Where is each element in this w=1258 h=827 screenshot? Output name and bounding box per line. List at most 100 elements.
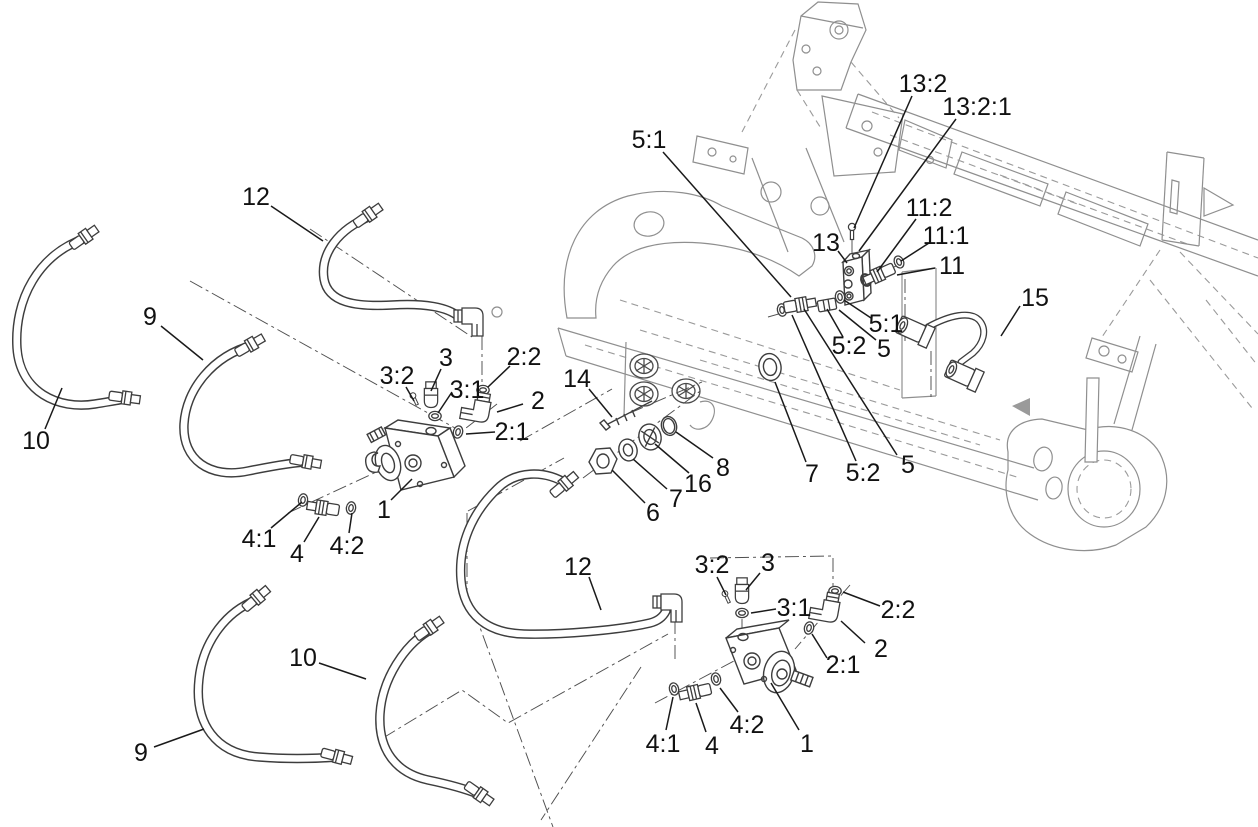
callout-leader-8 [675, 431, 714, 459]
frame-lift-arm [563, 135, 845, 319]
callout-label-13:2:1: 13:2:1 [942, 93, 1012, 121]
frame-top-bracket [741, 1, 953, 177]
callout-label-3: 3 [761, 549, 775, 577]
callout-leader-3:1 [437, 391, 453, 414]
callout-label-2:1: 2:1 [826, 651, 861, 679]
callout-leader-1 [390, 478, 413, 501]
callout-leader-3 [430, 368, 442, 392]
callout-leader-16 [654, 443, 690, 474]
callout-label-3:2: 3:2 [380, 362, 415, 390]
callout-label-7: 7 [805, 460, 819, 488]
callout-label-1: 1 [800, 730, 814, 758]
callout-label-5:2: 5:2 [846, 459, 881, 487]
callout-label-11:1: 11:1 [923, 222, 970, 250]
callout-leader-11:2 [876, 218, 917, 273]
callout-label-2:1: 2:1 [495, 418, 530, 446]
frame-axle-housing [1005, 335, 1168, 552]
callout-leader-10 [318, 662, 367, 680]
callout-leader-3 [745, 572, 761, 591]
callout-label-7: 7 [669, 485, 683, 513]
callout-label-11:2: 11:2 [906, 194, 953, 222]
callout-label-8: 8 [716, 454, 730, 482]
callout-leader-15 [1000, 305, 1021, 337]
callout-leader-2 [496, 403, 524, 413]
callout-leader-14 [588, 388, 613, 418]
seal-row [588, 352, 782, 475]
gear-pump-lower [725, 619, 814, 694]
callout-leader-4:1 [665, 696, 674, 731]
callout-leader-5:2 [791, 314, 857, 462]
callout-label-2: 2 [874, 635, 888, 663]
hose-12-upper [318, 200, 484, 337]
machine-frame [491, 1, 1258, 552]
callout-label-5: 5 [901, 451, 915, 479]
callout-label-3:1: 3:1 [777, 594, 812, 622]
callout-leader-12 [588, 576, 602, 611]
callout-leader-3:2 [405, 386, 415, 402]
callout-leader-4:2 [348, 512, 353, 534]
callout-label-5:1: 5:1 [632, 126, 667, 154]
callout-label-10: 10 [289, 644, 317, 672]
manifold-fittings [775, 222, 907, 318]
callout-label-5: 5 [877, 335, 891, 363]
callout-label-4:1: 4:1 [646, 730, 681, 758]
callout-leader-11 [896, 267, 936, 276]
callout-leader-5:2 [826, 308, 844, 338]
callout-label-4:2: 4:2 [330, 532, 365, 560]
callout-label-13: 13 [812, 229, 840, 257]
callout-label-14: 14 [563, 365, 591, 393]
callout-label-2: 2 [531, 387, 545, 415]
callout-label-4:2: 4:2 [730, 711, 765, 739]
callout-leader-5 [838, 309, 877, 341]
callout-label-9: 9 [134, 739, 148, 767]
callout-leader-2:2 [842, 591, 881, 607]
callout-leader-13:2:1 [858, 118, 957, 252]
callout-label-4: 4 [705, 732, 719, 760]
callout-label-5:2: 5:2 [832, 332, 867, 360]
frame-right-post [1099, 151, 1258, 409]
hose-10-lower [375, 613, 497, 809]
callout-leader-12 [270, 205, 324, 242]
callout-leader-2:1 [811, 633, 828, 659]
callout-label-12: 12 [564, 553, 592, 581]
hose-9-lower [193, 583, 354, 768]
callout-label-2:2: 2:2 [507, 343, 542, 371]
frame-bulkhead-plate [623, 341, 715, 430]
callout-leader-10 [44, 387, 63, 430]
callout-leader-5:1 [843, 299, 872, 319]
phantom-reference-lines [189, 228, 932, 827]
callout-label-2:2: 2:2 [881, 596, 916, 624]
callout-leader-5:1 [662, 151, 792, 298]
callout-label-13:2: 13:2 [899, 70, 948, 98]
callout-label-4: 4 [290, 540, 304, 568]
callout-leader-5 [803, 308, 898, 456]
callout-label-5:1: 5:1 [869, 310, 904, 338]
bulkhead-cap [629, 353, 659, 379]
rod-14 [598, 400, 653, 431]
hose-12-lower [455, 469, 683, 639]
washer-7-on-frame [758, 352, 782, 382]
callout-label-12: 12 [242, 183, 270, 211]
callout-leader-2:2 [487, 365, 511, 388]
callout-leader-13 [837, 250, 848, 264]
gear-pump-upper [364, 419, 466, 491]
callout-leader-9 [153, 728, 205, 748]
callout-leader-1 [770, 682, 800, 731]
hoses [12, 200, 988, 809]
callout-label-11: 11 [939, 252, 965, 280]
callout-leader-7 [632, 458, 668, 490]
callout-leader-3:1 [750, 608, 777, 614]
callout-label-3:2: 3:2 [695, 551, 730, 579]
hose-10-upper [12, 222, 142, 410]
hose-9-upper [179, 331, 323, 478]
callout-leader-9 [160, 325, 204, 361]
callout-label-1: 1 [377, 496, 391, 524]
callout-label-4:1: 4:1 [242, 525, 277, 553]
callout-leader-4:1 [270, 501, 303, 529]
callout-label-3: 3 [439, 344, 453, 372]
frame-lower-rail [491, 299, 1039, 501]
callout-label-9: 9 [143, 303, 157, 331]
